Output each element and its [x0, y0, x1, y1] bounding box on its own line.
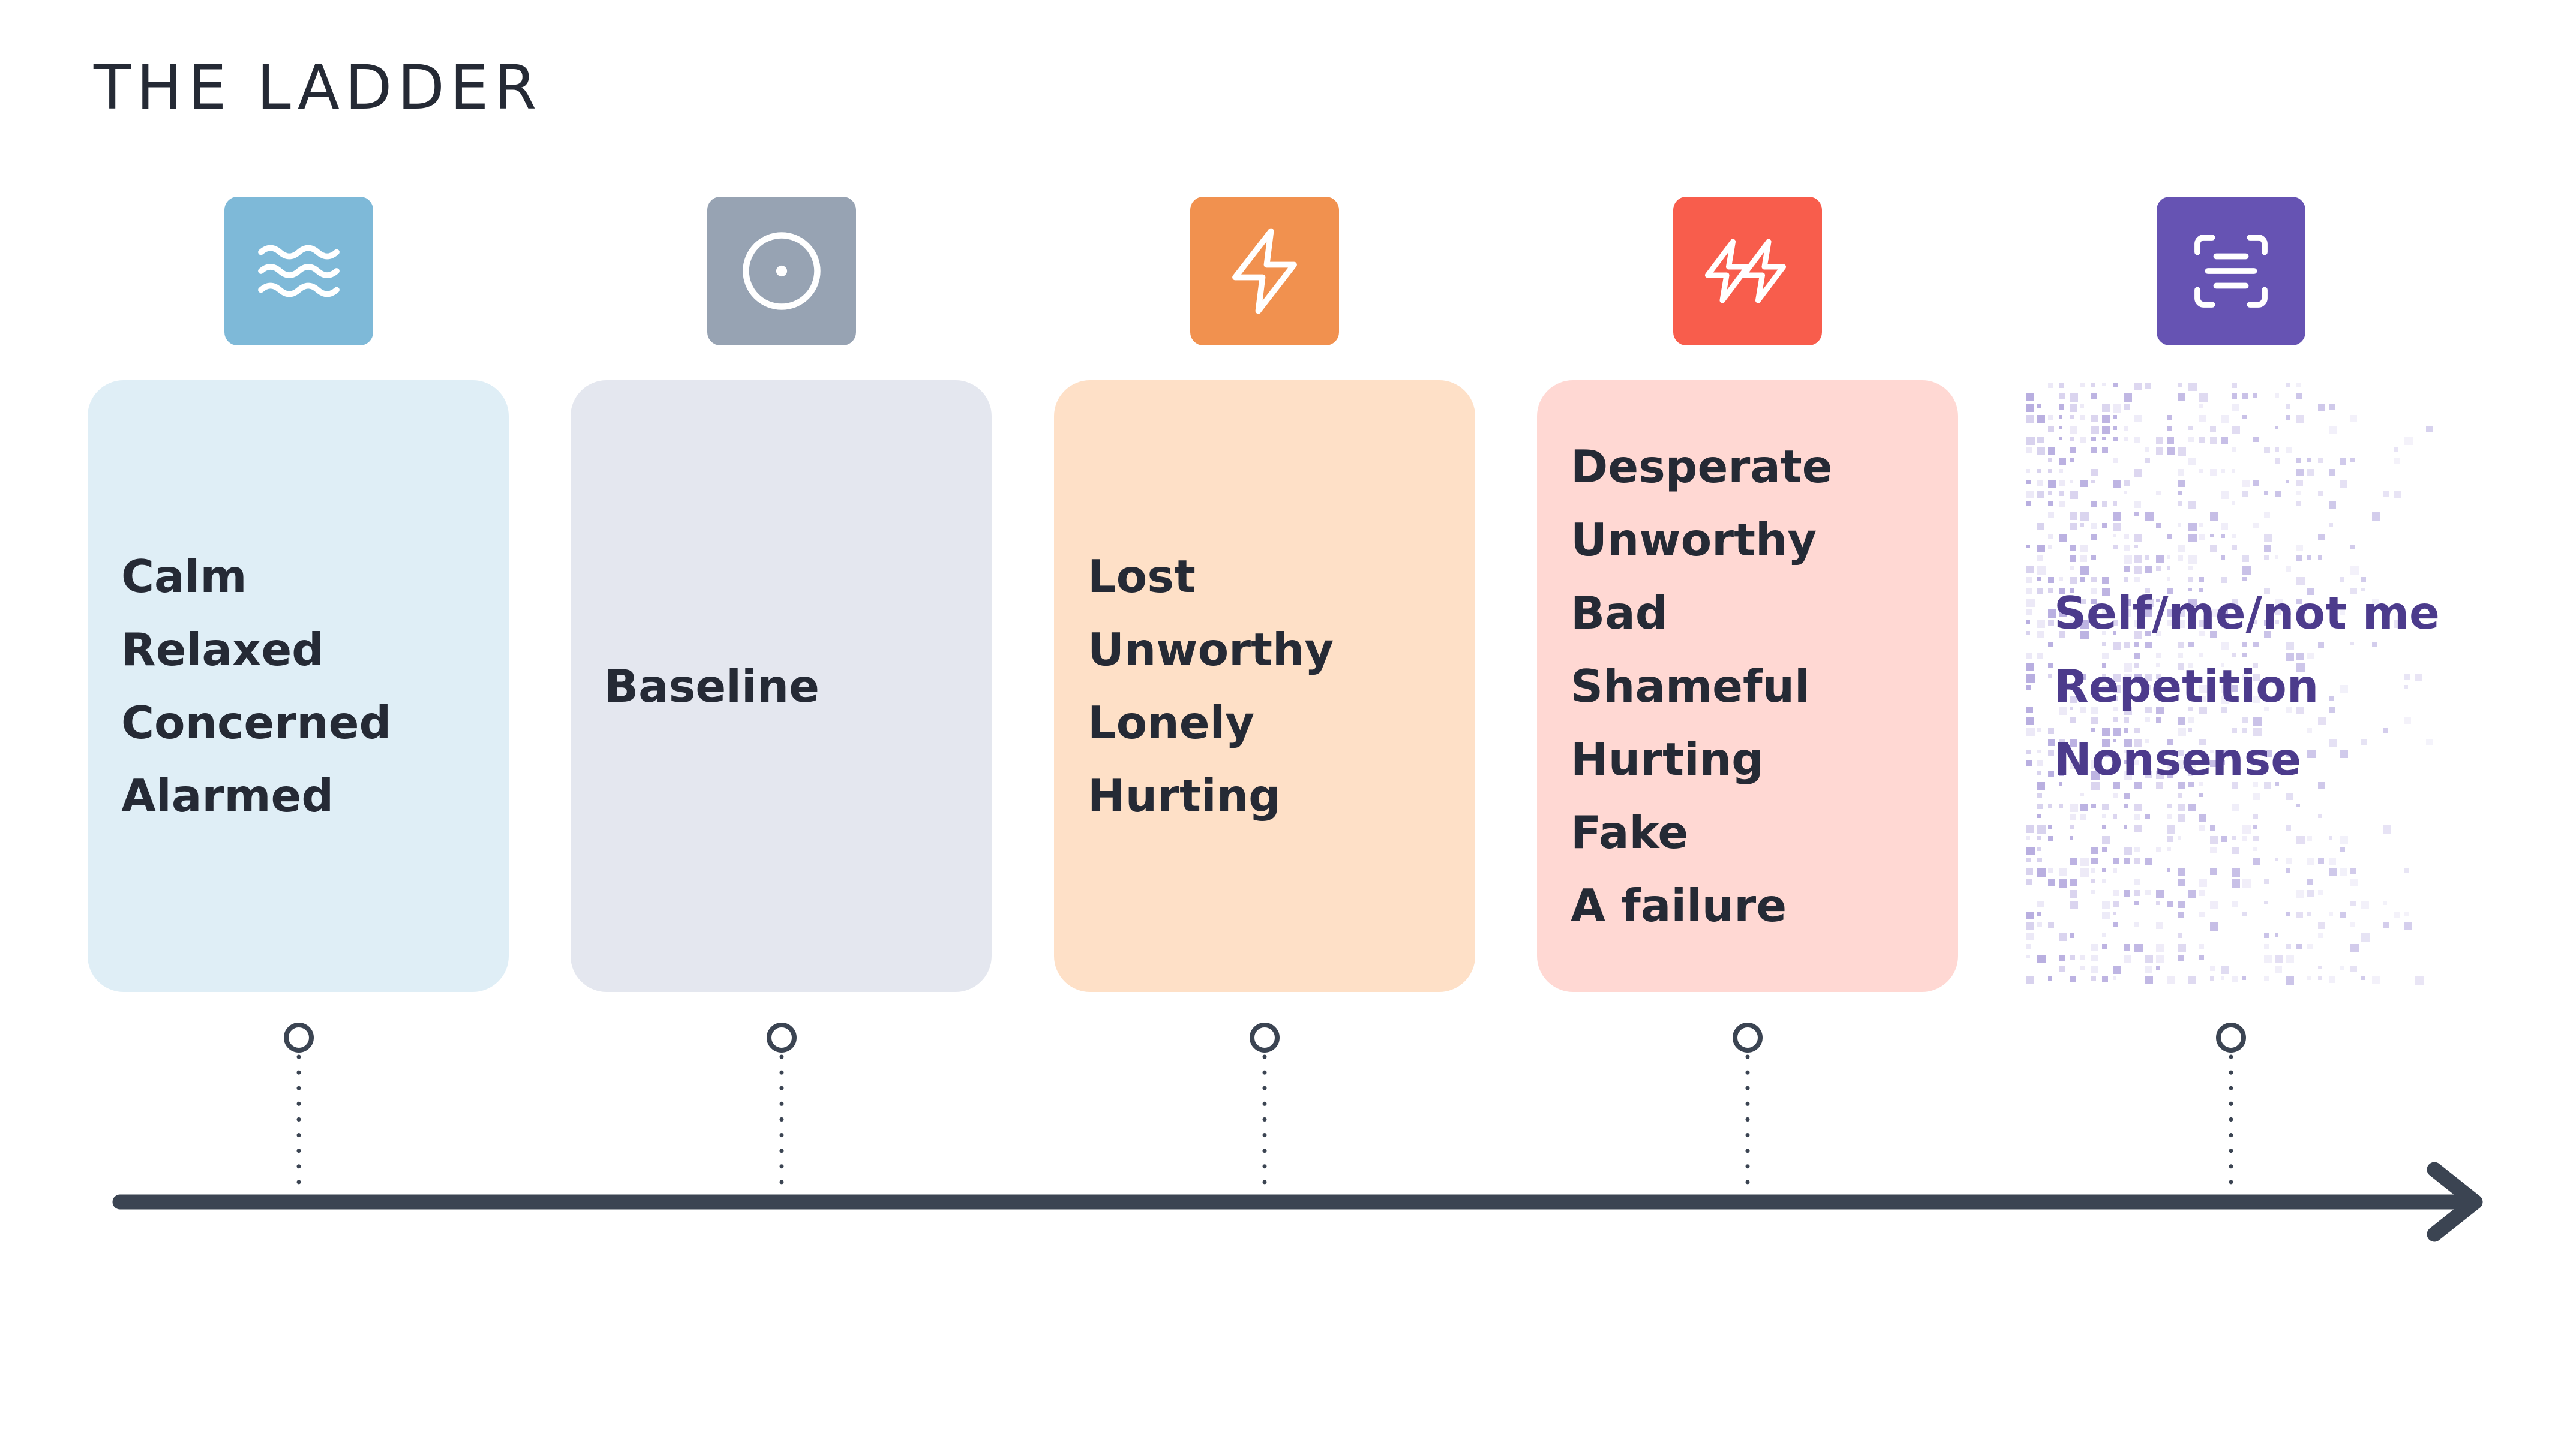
target-dot-icon	[743, 232, 821, 310]
stage-2-marker	[767, 1023, 797, 1053]
stage-4-word: Hurting	[1571, 733, 1764, 786]
stage-5-word: Repetition	[2054, 660, 2319, 713]
stage-2-words: Baseline	[604, 650, 992, 723]
stage-4-word: A failure	[1571, 879, 1787, 932]
scan-text-icon	[2194, 235, 2268, 308]
double-lightning-icon	[1704, 239, 1787, 303]
stage-3-word: Hurting	[1088, 769, 1281, 822]
stage-2-card: Baseline	[571, 380, 992, 992]
timeline-arrowhead	[2427, 1162, 2483, 1242]
stage-1-icon-tile	[224, 197, 373, 345]
waves-icon	[258, 245, 340, 297]
stage-2-word: Baseline	[604, 660, 819, 713]
stage-4-word: Unworthy	[1571, 513, 1817, 566]
stage-5-marker	[2216, 1023, 2246, 1053]
page-title: THE LADDER	[94, 52, 542, 124]
lightning-icon	[1232, 228, 1297, 314]
stage-5-word: Nonsense	[2054, 733, 2302, 786]
pixel-dissolve-pattern	[2026, 383, 2433, 985]
stage-3-word: Lonely	[1088, 696, 1255, 749]
stage-4-word: Fake	[1571, 806, 1689, 859]
stage-4-icon-tile	[1673, 197, 1822, 345]
stage-3-marker	[1250, 1023, 1280, 1053]
stage-3-word: Unworthy	[1088, 623, 1334, 676]
stage-2-icon-tile	[707, 197, 856, 345]
stage-4-word: Shameful	[1571, 660, 1810, 713]
stage-4-marker	[1733, 1023, 1763, 1053]
stage-4-word: Desperate	[1571, 440, 1833, 493]
stage-1-word: Calm	[121, 550, 247, 603]
stage-1-word: Concerned	[121, 696, 392, 749]
stage-1-word: Alarmed	[121, 769, 334, 822]
stage-5-icon-tile	[2157, 197, 2305, 345]
stage-1-marker	[284, 1023, 314, 1053]
stage-5-word: Self/me/not me	[2054, 587, 2440, 639]
stage-3-word: Lost	[1088, 550, 1196, 603]
stage-3-icon-tile	[1190, 197, 1339, 345]
stage-4-word: Bad	[1571, 587, 1668, 639]
stage-1-word: Relaxed	[121, 623, 324, 676]
dissolve-pixels	[2026, 383, 2433, 985]
